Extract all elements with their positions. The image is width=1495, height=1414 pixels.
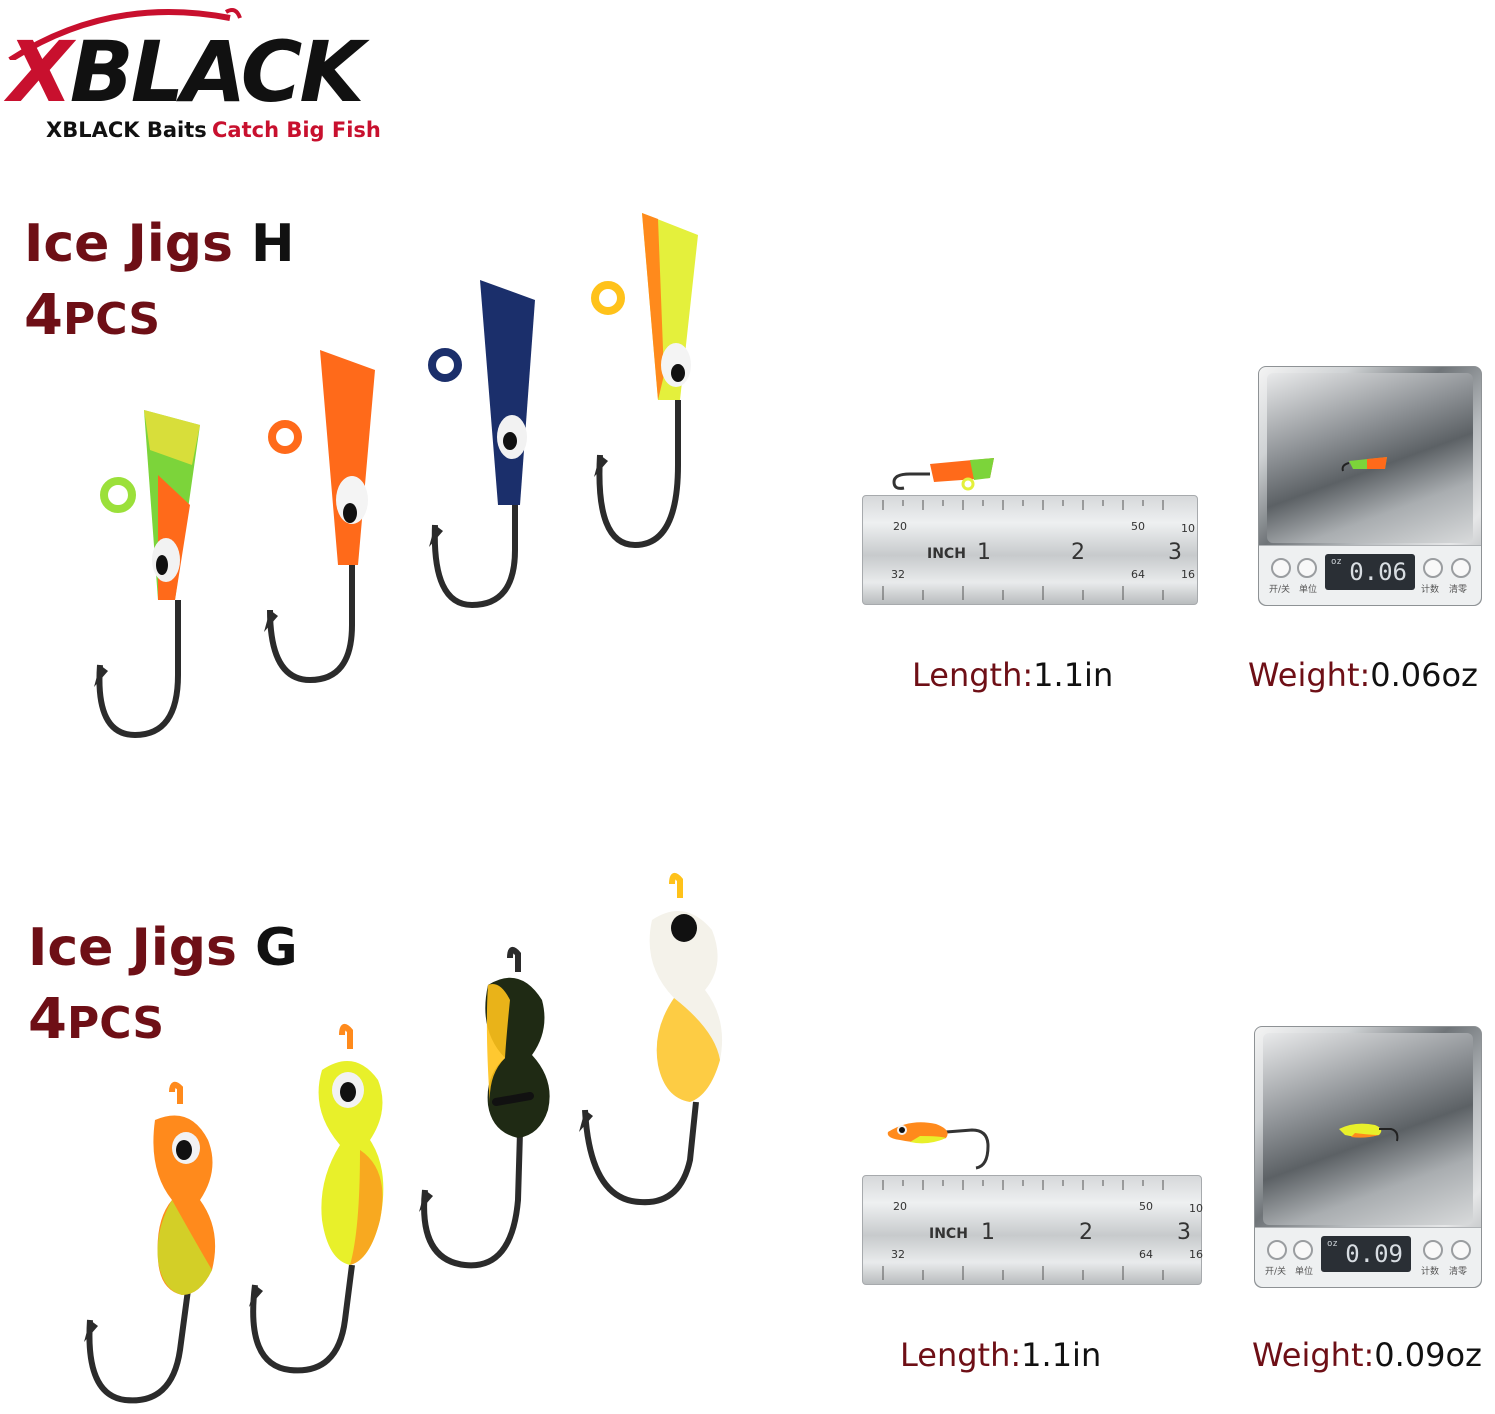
- ruler-bottom-label-3: 16: [1181, 568, 1195, 581]
- jig-g-2: [249, 1023, 384, 1374]
- jig-h-4: [591, 213, 698, 549]
- section-g-name-prefix: Ice Jigs: [28, 918, 237, 978]
- section-h-length-label: Length:: [912, 656, 1034, 694]
- scale-count-button: [1423, 558, 1443, 578]
- scale-unit-button: [1293, 1240, 1313, 1260]
- logo-mark: X: [8, 23, 73, 121]
- section-h-weight: Weight:0.06oz: [1248, 656, 1478, 694]
- ruler-unit-label: INCH: [927, 546, 966, 562]
- logo-swoosh-icon: [8, 8, 242, 60]
- section-g-ruler: 20 50 10 INCH 1 2 3 32 64 16: [862, 1175, 1203, 1285]
- ruler-inch-2: 2: [1071, 540, 1085, 565]
- scale-unit-button: [1297, 558, 1317, 578]
- scale-count-label: 计数: [1421, 585, 1440, 595]
- scale-power-button: [1267, 1240, 1287, 1260]
- section-g-count-number: 4: [28, 987, 67, 1052]
- jig-h-1: [94, 410, 200, 739]
- ruler-bottom-label-2: 64: [1131, 568, 1145, 581]
- section-h-count-number: 4: [24, 283, 63, 348]
- section-g-length: Length:1.1in: [900, 1336, 1101, 1374]
- ruler-inch-3: 3: [1177, 1220, 1191, 1245]
- ruler-top-label-2: 50: [1131, 520, 1145, 533]
- scale-power-label: 开/关: [1265, 1267, 1287, 1277]
- ruler-bottom-label-1: 32: [891, 568, 905, 581]
- section-g-count: 4PCS: [28, 992, 298, 1048]
- ruler-top-label-1: 20: [893, 1200, 907, 1213]
- section-g-length-label: Length:: [900, 1336, 1022, 1374]
- ruler-top-label-3: 10: [1189, 1202, 1203, 1215]
- ruler-inch-3: 3: [1168, 540, 1182, 565]
- scale-power-button: [1271, 558, 1291, 578]
- scale-count-button: [1423, 1240, 1443, 1260]
- scale-tare-button: [1451, 558, 1471, 578]
- section-g-weight-label: Weight:: [1252, 1336, 1375, 1374]
- jig-g-4: [579, 872, 723, 1206]
- jig-h-3: [428, 280, 535, 609]
- jig-g-3: [419, 946, 550, 1269]
- scale-display-unit: oz: [1331, 557, 1342, 567]
- ruler-ticks: [882, 500, 1164, 600]
- section-g-weight: Weight:0.09oz: [1252, 1336, 1482, 1374]
- ruler-top-label-2: 50: [1139, 1200, 1153, 1213]
- section-g-title: Ice Jigs G 4PCS: [28, 922, 298, 1048]
- scale-jig: [1339, 1123, 1399, 1142]
- scale-display: oz 0.09: [1321, 1236, 1411, 1272]
- scale-tare-button: [1451, 1240, 1471, 1260]
- scale-unit-label: 单位: [1299, 585, 1318, 595]
- section-h-count-unit: PCS: [62, 294, 161, 345]
- logo-sub-brand: XBLACK Baits: [46, 118, 207, 142]
- scale-power-label: 开/关: [1269, 585, 1291, 595]
- section-g-jigs-illustration: [84, 872, 723, 1404]
- scale-display-reading: 0.06: [1349, 558, 1407, 586]
- jig-g-1: [84, 1081, 216, 1404]
- section-h-scale: 开/关 单位 oz 0.06 计数 清零: [1258, 366, 1482, 606]
- scale-display-unit: oz: [1327, 1239, 1338, 1249]
- ruler-top-label-3: 10: [1181, 522, 1195, 535]
- section-h-weight-label: Weight:: [1248, 656, 1371, 694]
- section-h-ruler: 20 50 10 INCH 1 2 3 32 64 16: [862, 495, 1198, 605]
- scale-tare-label: 清零: [1449, 585, 1468, 595]
- logo-tagline: Catch Big Fish: [212, 118, 381, 142]
- ruler-top-label-1: 20: [893, 520, 907, 533]
- ruler-unit-label: INCH: [929, 1226, 968, 1242]
- section-h-name: Ice Jigs H: [24, 218, 295, 270]
- section-h-name-prefix: Ice Jigs: [24, 214, 233, 274]
- section-g-name: Ice Jigs G: [28, 922, 298, 974]
- section-g-scale: 开/关 单位 oz 0.09 计数 清零: [1254, 1026, 1482, 1288]
- section-h-count: 4PCS: [24, 288, 295, 344]
- section-g-count-unit: PCS: [66, 998, 165, 1049]
- jig-h-2: [264, 350, 375, 684]
- scale-panel: 开/关 单位 oz 0.09 计数 清零: [1255, 1227, 1481, 1287]
- scale-unit-label: 单位: [1295, 1267, 1314, 1277]
- brand-logo: XBLACK XBLACK Baits Catch Big Fish: [0, 0, 440, 160]
- scale-count-label: 计数: [1421, 1267, 1440, 1277]
- section-g-weight-value: 0.09oz: [1374, 1336, 1482, 1374]
- section-h-ruler-jig: [892, 458, 994, 491]
- section-h-weight-value: 0.06oz: [1370, 656, 1478, 694]
- section-g-ruler-jig: [887, 1122, 990, 1170]
- scale-tare-label: 清零: [1449, 1267, 1468, 1277]
- scale-display-reading: 0.09: [1345, 1240, 1403, 1268]
- scale-jig: [1341, 457, 1387, 472]
- section-h-jigs-illustration: [94, 213, 698, 739]
- ruler-ticks: [882, 1180, 1164, 1280]
- scale-panel: 开/关 单位 oz 0.06 计数 清零: [1259, 545, 1481, 605]
- ruler-inch-2: 2: [1079, 1220, 1093, 1245]
- ruler-inch-1: 1: [977, 540, 991, 565]
- logo-word: BLACK: [69, 23, 365, 121]
- section-h-length-value: 1.1in: [1033, 656, 1114, 694]
- scale-display: oz 0.06: [1325, 554, 1415, 590]
- section-g-name-letter: G: [255, 918, 298, 978]
- scale-pan: [1267, 373, 1473, 543]
- section-h-name-letter: H: [251, 214, 295, 274]
- logo-wordmark: XBLACK: [8, 30, 364, 114]
- ruler-bottom-label-1: 32: [891, 1248, 905, 1261]
- section-g-length-value: 1.1in: [1021, 1336, 1102, 1374]
- ruler-bottom-label-2: 64: [1139, 1248, 1153, 1261]
- ruler-inch-1: 1: [981, 1220, 995, 1245]
- section-h-title: Ice Jigs H 4PCS: [24, 218, 295, 344]
- section-h-length: Length:1.1in: [912, 656, 1113, 694]
- ruler-bottom-label-3: 16: [1189, 1248, 1203, 1261]
